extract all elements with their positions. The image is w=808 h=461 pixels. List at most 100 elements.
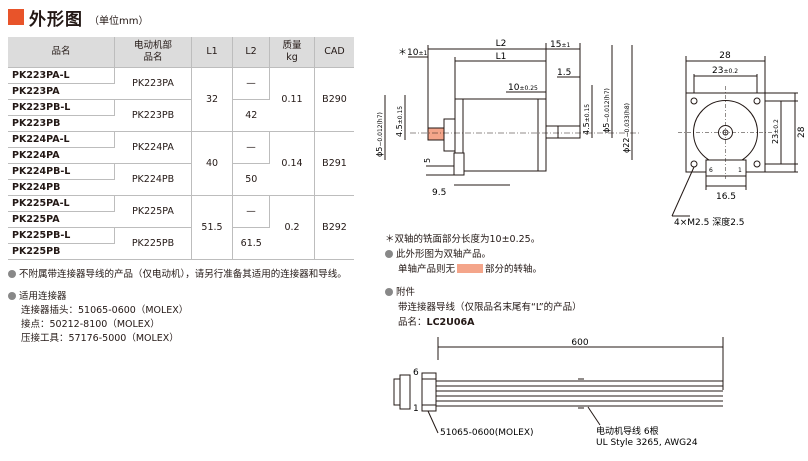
cable-pin-1: 1: [413, 404, 419, 414]
note-no-connector: 不附属带连接器导线的产品（仅电动机），请另行准备其适用的连接器和导线。: [8, 268, 354, 282]
wire-label-1: 电动机导线 6根: [596, 425, 659, 437]
model-cell: PK225PB-L: [8, 227, 115, 244]
col-header-l1: L1: [191, 37, 233, 68]
left-notes: 不附属带连接器导线的产品（仅电动机），请另行准备其适用的连接器和导线。 适用连接…: [8, 268, 354, 346]
table-row: PK225PB-L PK225PB 61.5: [8, 227, 354, 260]
l2-cell: —: [232, 67, 270, 100]
mass-cell: 0.2: [269, 195, 315, 260]
section-marker-icon: [8, 9, 24, 25]
spec-table: 品名 电动机部 品名 L1 L2 质量 kg CAD PK223PA-L PK2…: [8, 37, 354, 260]
dim-h28: 28: [797, 126, 806, 138]
pin-1-label: 1: [738, 167, 742, 174]
section-header: 外形图 （单位mm）: [8, 6, 149, 30]
dim-w23: 23±0.2: [712, 66, 738, 76]
table-row: PK225PA: [8, 211, 354, 228]
dim-w28: 28: [719, 51, 731, 61]
dim-phi22: ϕ22−0.033(h8): [622, 103, 631, 153]
model-cell: PK224PB-L: [8, 163, 115, 180]
wire-label-2: UL Style 3265, AWG24: [596, 438, 698, 448]
dim-5: 5: [423, 158, 432, 163]
note-single-shaft: 单轴产品则无部分的转轴。: [398, 264, 543, 275]
dim-16-5: 16.5: [716, 192, 736, 202]
l1-cell: 40: [191, 131, 233, 196]
col-header-mass: 质量 kg: [269, 37, 315, 68]
motor-model-cell: PK224PA: [114, 131, 192, 164]
model-cell: PK225PA-L: [8, 195, 115, 212]
model-cell: PK223PB-L: [8, 99, 115, 116]
table-row: PK223PA: [8, 83, 354, 100]
bullet-icon: [8, 270, 16, 278]
motor-side-view-drawing: L2 L1 15±1 ＊10±1 1.5 10±0.25 9.5 5 ϕ5−0.…: [375, 39, 640, 198]
col-header-l2: L2: [232, 37, 270, 68]
dim-h23: 23±0.2: [771, 119, 780, 144]
motor-model-cell: PK223PA: [114, 67, 192, 100]
dim-15: 15±1: [550, 40, 570, 50]
dim-4-5-left: 4.5±0.15: [395, 106, 404, 137]
connector-title: 适用连接器: [8, 290, 354, 304]
l1-cell: 32: [191, 67, 233, 132]
dim-1-5: 1.5: [557, 68, 571, 78]
unit-label: （单位mm）: [89, 15, 149, 27]
col-header-cad: CAD: [314, 37, 354, 68]
motor-model-cell: PK224PB: [114, 163, 192, 196]
dim-4-5-right: 4.5±0.15: [582, 104, 591, 135]
motor-model-cell: PK223PB: [114, 99, 192, 132]
model-cell: PK224PB: [8, 179, 115, 196]
model-cell: PK225PA: [8, 211, 115, 228]
dim-10b: 10±0.25: [508, 83, 538, 93]
model-cell: PK224PA-L: [8, 131, 115, 148]
cable-pin-6: 6: [413, 368, 419, 378]
l2-cell: 50: [232, 163, 270, 196]
table-row: PK223PB-L PK223PB 42: [8, 99, 354, 132]
bullet-icon: [385, 250, 393, 258]
section-title: 外形图: [29, 9, 83, 30]
cad-cell: B291: [314, 131, 354, 196]
cad-cell: B292: [314, 195, 354, 260]
l1-cell: 51.5: [191, 195, 233, 260]
shaft-swatch: [457, 264, 484, 273]
pin-6-label: 6: [709, 167, 713, 174]
motor-model-cell: PK225PB: [114, 227, 192, 260]
table-row: PK223PA-L PK223PA 32 — 0.11 B290: [8, 67, 354, 132]
right-notes: ＊双轴的铣面部分长度为10±0.25。 此外形图为双轴产品。 单轴产品则无部分的…: [385, 232, 582, 330]
note-dual-shaft: 此外形图为双轴产品。: [385, 247, 582, 262]
model-cell: PK223PB: [8, 115, 115, 132]
dim-cable-length: 600: [571, 338, 588, 348]
note-star: ＊双轴的铣面部分长度为10±0.25。: [385, 234, 541, 245]
table-row: PK225PA-L PK225PA 51.5 — 0.2 B292: [8, 195, 354, 260]
motor-model-cell: PK225PA: [114, 195, 192, 228]
model-cell: PK223PA: [8, 83, 115, 100]
cad-cell: B290: [314, 67, 354, 132]
dim-9-5: 9.5: [432, 188, 446, 198]
col-header-motor-model: 电动机部 品名: [114, 37, 192, 68]
dim-l1: L1: [496, 52, 507, 62]
mass-cell: 0.14: [269, 131, 315, 196]
dim-l2: L2: [496, 39, 507, 49]
l2-cell: —: [232, 131, 270, 164]
table-row: PK225PB: [8, 243, 354, 260]
connector-line: 连接器插头：51065-0600（MOLEX）: [21, 305, 189, 316]
connector-label: 51065-0600(MOLEX): [440, 428, 534, 438]
bullet-icon: [8, 292, 16, 300]
accessory-desc: 带连接器导线（仅限品名末尾有“L”的产品）: [398, 302, 582, 313]
table-row: PK224PA: [8, 147, 354, 164]
model-cell: PK224PA: [8, 147, 115, 164]
l2-cell: 61.5: [232, 227, 270, 260]
model-cell: PK225PB: [8, 243, 115, 260]
connector-line: 接点：50212-8100（MOLEX）: [21, 319, 160, 330]
connector-line: 压接工具：57176-5000（MOLEX）: [21, 333, 179, 344]
bullet-icon: [385, 288, 393, 296]
l2-cell: —: [232, 195, 270, 228]
accessory-model: 品名：LC2U06A: [398, 317, 475, 328]
dim-10: ＊10±1: [398, 48, 427, 58]
motor-front-view-drawing: 28 23±0.2 23±0.2 28 16.5 6 1 4×M2.5 深度2.…: [671, 51, 806, 228]
table-row: PK224PA-L PK224PA 40 — 0.14 B291: [8, 131, 354, 196]
hole-spec: 4×M2.5 深度2.5: [674, 216, 745, 228]
col-header-model: 品名: [8, 37, 115, 68]
mass-cell: 0.11: [269, 67, 315, 132]
accessory-title: 附件: [385, 285, 582, 300]
table-row: PK224PB-L PK224PB 50: [8, 163, 354, 196]
dim-phi5-left: ϕ5−0.012(h7): [375, 112, 384, 157]
l2-cell: 42: [232, 99, 270, 132]
model-cell: PK223PA-L: [8, 67, 115, 84]
